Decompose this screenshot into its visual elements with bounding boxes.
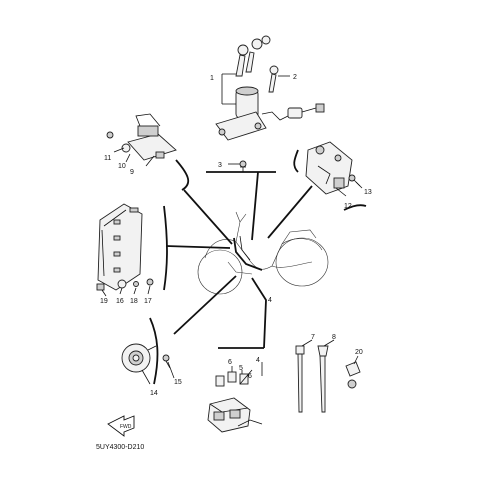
leader-8 [323,339,335,347]
scooter-harness [233,237,263,271]
callout-5: 5 [239,365,243,372]
scooter-outline [197,211,329,295]
cable-band-7 [295,345,305,413]
leader-1 [221,73,236,105]
leader-13 [355,181,363,189]
fuse-box [207,371,263,433]
leader-5-6 [231,362,263,385]
screw-3 [239,160,247,172]
callout-12: 12 [344,203,352,210]
callout-18: 18 [130,298,138,305]
leader-7 [301,339,313,347]
callout-14: 14 [150,390,158,397]
bracket-horn [149,317,159,385]
bracket-module [163,205,168,291]
clamp-20 [345,361,361,389]
leader-9 [145,155,155,167]
small-parts-16-19 [96,278,154,291]
leader-fuse [251,277,267,349]
leader-11 [113,147,125,153]
bolt-15 [162,354,171,369]
callout-11: 11 [104,155,111,162]
main-switch-keys [235,35,271,77]
leader-16-19 [101,285,151,297]
callout-7: 7 [311,334,315,341]
main-switch-body [215,86,325,141]
leader-15 [167,361,175,379]
fwd-arrow-icon: FWD [107,415,135,437]
leader-regulator [267,185,313,239]
bracket-regulator [293,149,367,211]
callout-1: 1 [210,75,214,82]
callout-3: 3 [218,162,222,169]
fwd-label: FWD [120,424,132,430]
control-module [97,203,143,291]
leader-main-switch [251,171,259,241]
leader-10 [125,153,131,163]
leader-horn [173,275,237,335]
leader-14 [141,369,151,385]
leader-20 [353,355,359,365]
callout-20: 20 [355,349,363,356]
callout-16: 16 [116,298,124,305]
horn [121,343,157,373]
callout-4-leader: 4 [268,297,272,304]
regulator-unit [305,141,353,195]
spare-key [268,65,279,93]
callout-6-left: 6 [228,359,232,366]
relay-bracket [106,113,177,161]
bracket-relay [175,159,190,191]
callout-6-right: 6 [248,373,252,380]
scooter-harness-branch [239,235,251,261]
callout-4-fuse: 4 [256,357,260,364]
cable-band-8 [317,345,329,413]
leader-relay [183,189,233,245]
callout-15: 15 [174,379,182,386]
callout-9: 9 [130,169,134,176]
callout-2: 2 [293,74,297,81]
callout-17: 17 [144,298,152,305]
callout-8: 8 [332,334,336,341]
callout-13: 13 [364,189,372,196]
leader-module [165,245,231,249]
leader-12 [335,187,347,197]
callout-19: 19 [100,298,108,305]
callout-10: 10 [118,163,126,170]
diagram-code: 5UY4300-D210 [96,444,144,451]
